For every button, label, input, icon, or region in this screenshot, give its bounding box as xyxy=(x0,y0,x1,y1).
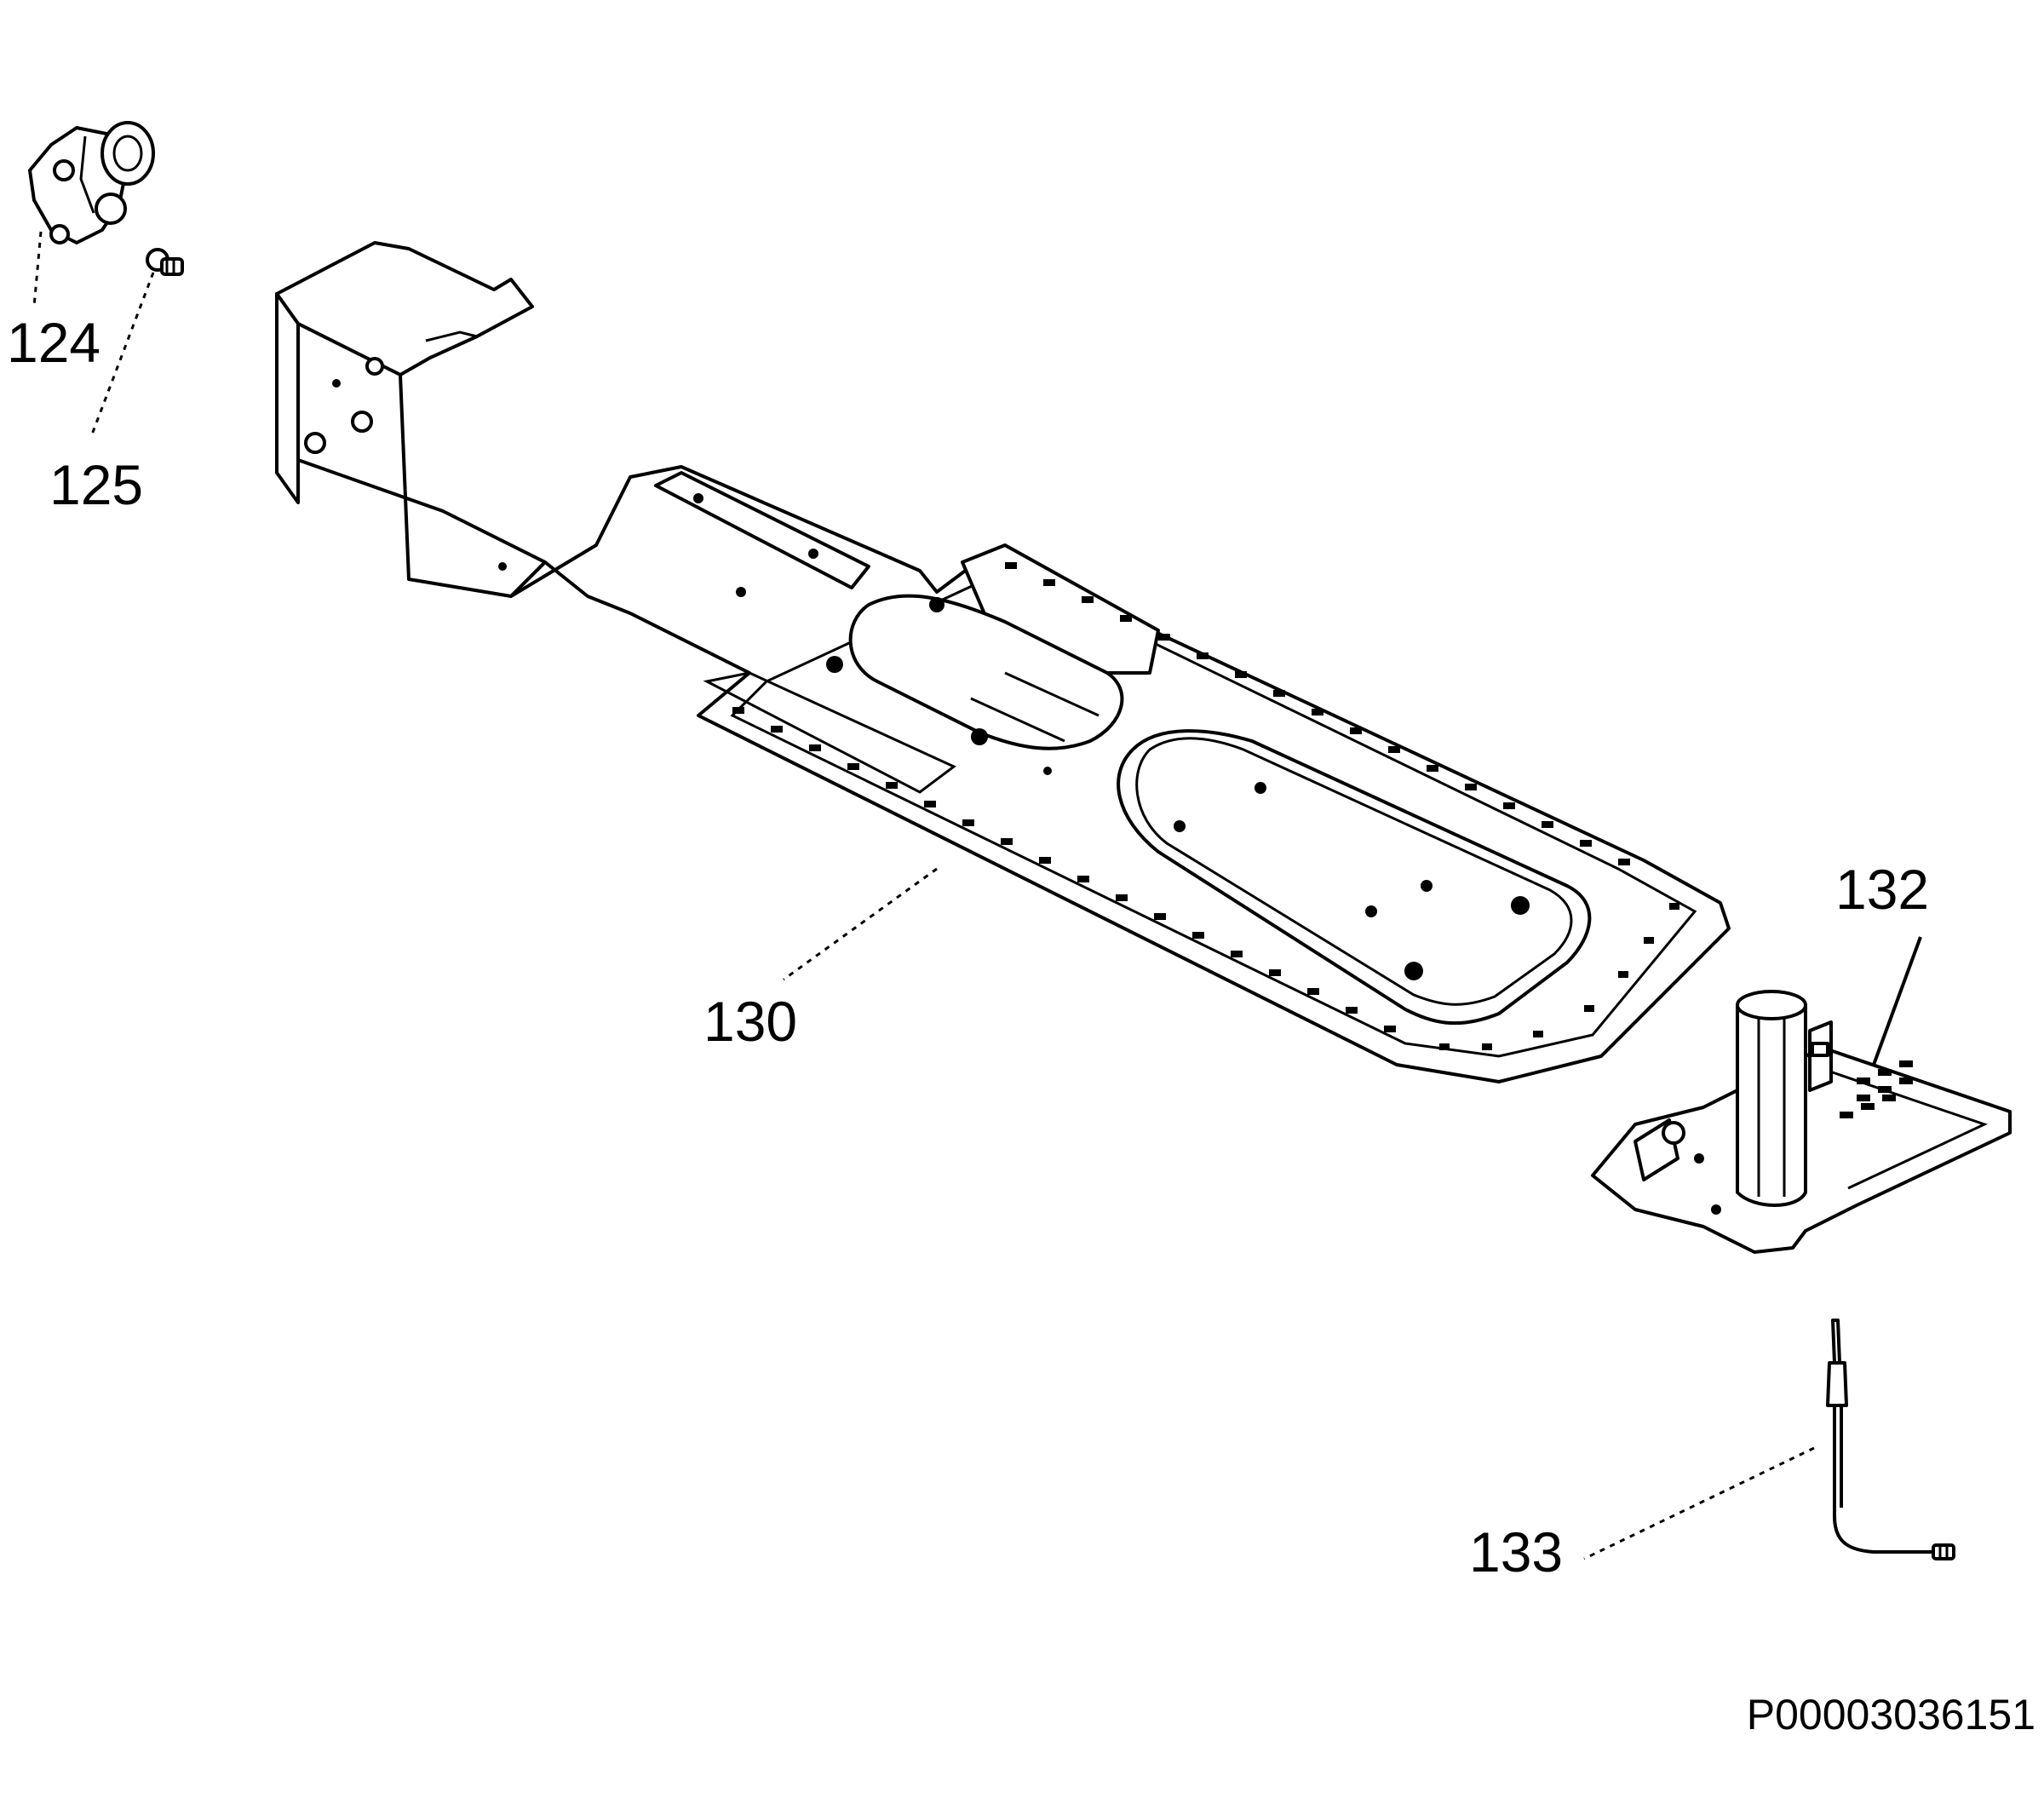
part-125-screw xyxy=(146,248,184,276)
part-133-probe xyxy=(1826,1319,1955,1560)
leader-133 xyxy=(1583,1446,1815,1560)
callout-133: 133 xyxy=(1469,1520,1563,1583)
part-130-bracket-plate xyxy=(275,241,1731,1083)
part-132-mount-bracket xyxy=(1591,990,2012,1254)
callout-124: 124 xyxy=(7,311,100,374)
callout-130: 130 xyxy=(703,990,797,1053)
callout-132: 132 xyxy=(1835,858,1929,921)
leader-132 xyxy=(1872,936,1922,1066)
leader-125 xyxy=(90,272,155,435)
part-124-connector xyxy=(28,121,155,244)
document-code: P00003036151 xyxy=(1747,1691,2035,1738)
leader-124 xyxy=(32,231,43,307)
callout-125: 125 xyxy=(49,453,143,516)
leader-130 xyxy=(783,867,938,981)
